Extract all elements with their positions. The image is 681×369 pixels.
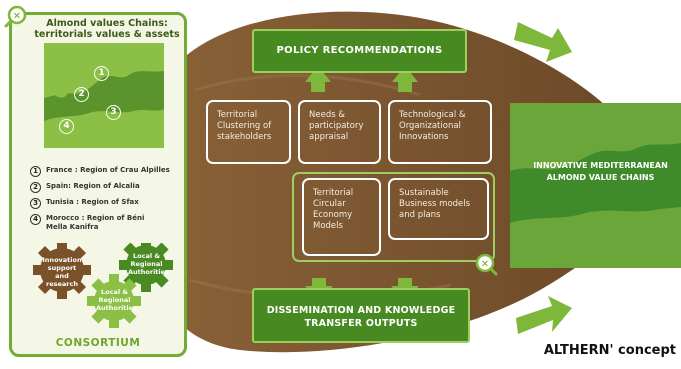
right-map-label: INNOVATIVE MEDITERRANEAN ALMOND VALUE CH… [533, 161, 668, 182]
gear-label-local-top: Local & Regional Authorities [128, 252, 169, 276]
box-innovations: Technological & Organizational Innovatio… [388, 100, 492, 164]
panel-title-line1: Almond values Chains: [46, 18, 168, 29]
map-land [510, 103, 681, 171]
box-territorial-clustering: Territorial Clustering of stakeholders [206, 100, 291, 164]
map-marker-2: 2 [74, 87, 89, 102]
arrow-up-left [305, 66, 331, 92]
region-number: 4 [30, 214, 41, 225]
magnifier-icon: × [474, 252, 498, 276]
map-marker-1: 1 [94, 66, 109, 81]
consortium-label: CONSORTIUM [55, 337, 141, 349]
arrow-right-top [514, 22, 572, 62]
map-land [44, 109, 164, 148]
region-list: 1 France : Region of Crau Alpilles 2 Spa… [30, 166, 182, 237]
dissemination-line1: DISSEMINATION AND KNOWLEDGE [266, 305, 456, 316]
region-item: 4 Morocco : Region of Béni Mella Kanifra [30, 214, 182, 232]
region-item: 3 Tunisia : Region of Sfax [30, 198, 182, 209]
figure-caption: ALTHERN' concept [543, 343, 676, 358]
map-marker-4: 4 [59, 119, 74, 134]
region-number: 3 [30, 198, 41, 209]
region-label: France : Region of Crau Alpilles [46, 166, 170, 174]
region-number: 2 [30, 182, 41, 193]
gear-local-bottom [87, 274, 141, 328]
region-label: Tunisia : Region of Sfax [46, 198, 139, 206]
box-needs-appraisal: Needs & participatory appraisal [298, 100, 381, 164]
magnifier-icon: × [4, 4, 28, 28]
mediterranean-map: 1 2 3 4 [44, 43, 164, 148]
panel-title-line2: territorials values & assets [34, 29, 180, 40]
region-item: 2 Spain: Region of Alcalia [30, 182, 182, 193]
dissemination-line2: TRANSFER OUTPUTS [304, 318, 418, 329]
map-marker-3: 3 [106, 105, 121, 120]
region-item: 1 France : Region of Crau Alpilles [30, 166, 182, 177]
svg-text:×: × [13, 11, 21, 22]
right-map [510, 103, 681, 268]
gears-graphic [33, 243, 173, 328]
arrow-up-right [392, 66, 418, 92]
svg-text:×: × [481, 259, 489, 270]
region-number: 1 [30, 166, 41, 177]
inner-frame [292, 172, 495, 262]
gear-innovation [33, 243, 91, 299]
map-land [52, 79, 69, 98]
gear-label-local-bottom: Local & Regional Authorities [96, 288, 137, 312]
dissemination-box: DISSEMINATION AND KNOWLEDGE TRANSFER OUT… [252, 288, 470, 343]
region-label: Spain: Region of Alcalia [46, 182, 140, 190]
region-label: Morocco : Region of Béni Mella Kanifra [46, 214, 145, 231]
almond-streak [194, 74, 421, 97]
panel-title: Almond values Chains: territorials value… [32, 18, 182, 40]
map-land [510, 207, 681, 268]
arrow-right-bottom [516, 296, 572, 334]
gear-label-innovation: Innovation support and research [42, 256, 82, 288]
box-circular-economy: Territorial Circular Economy Models [302, 178, 381, 256]
policy-recommendations-box: POLICY RECOMMENDATIONS [252, 29, 467, 73]
box-business-models: Sustainable Business models and plans [388, 178, 489, 240]
